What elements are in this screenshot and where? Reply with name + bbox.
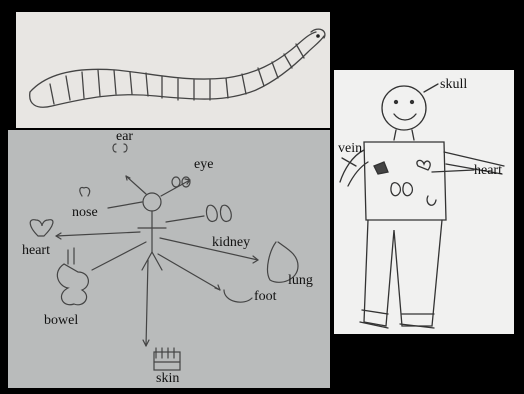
eye-drawing — [172, 177, 180, 187]
label-lung: lung — [288, 274, 313, 288]
kid-head — [382, 86, 426, 130]
label-nose: nose — [72, 206, 98, 220]
label-eye: eye — [194, 158, 213, 172]
heart-drawing — [30, 220, 53, 236]
label-foot: foot — [254, 290, 277, 304]
label-heart-kid: heart — [474, 164, 502, 178]
label-skull: skull — [440, 78, 467, 92]
ear-drawing — [113, 144, 127, 152]
stick-figure-head — [143, 193, 161, 211]
label-ear: ear — [116, 130, 133, 144]
nose-drawing — [80, 187, 90, 196]
label-bowel: bowel — [44, 314, 78, 328]
worm-eye — [316, 34, 320, 38]
kidney-drawing — [206, 205, 217, 221]
organs-drawing-panel: ear eye nose kidney heart lung foot bowe… — [8, 130, 330, 388]
kid-body-drawing-panel: skull vein heart — [334, 70, 514, 334]
label-heart: heart — [22, 244, 50, 258]
skin-drawing — [154, 352, 180, 370]
kid-legs — [364, 220, 442, 326]
label-kidney: kidney — [212, 236, 250, 250]
worm-drawing-panel — [16, 12, 330, 128]
label-skin: skin — [156, 372, 179, 386]
kid-torso — [364, 142, 446, 220]
label-vein: vein — [338, 142, 362, 156]
worm-sketch — [16, 12, 330, 128]
foot-drawing — [224, 290, 252, 302]
kid-body-sketch — [334, 70, 514, 334]
bowel-drawing — [57, 264, 88, 305]
organs-sketch — [8, 130, 330, 388]
